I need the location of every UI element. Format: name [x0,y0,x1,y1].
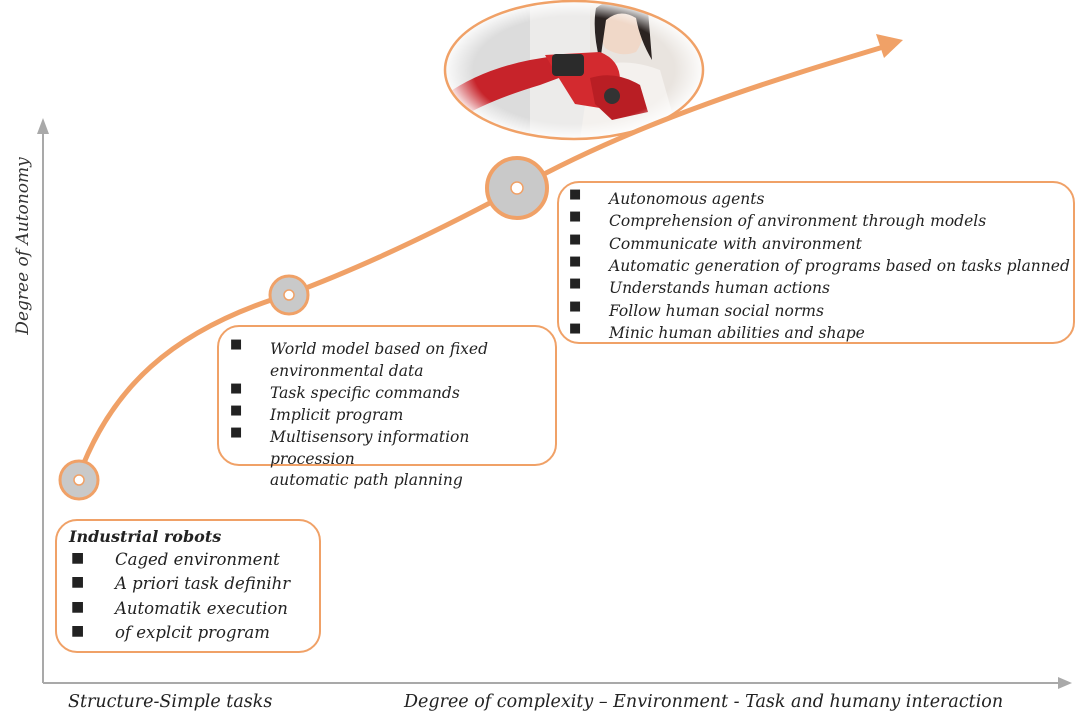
bullet-icon: ■ [230,425,243,440]
bullet-icon: ■ [230,337,243,352]
bullet-icon: ■ [71,623,85,640]
list-item: ■Implicit program [230,403,404,424]
bullet-icon: ■ [569,253,582,269]
bullet-icon: ■ [569,298,582,314]
bullet-icon: ■ [569,209,582,225]
bullet-icon: ■ [71,550,85,566]
stage-node-1 [58,459,100,501]
robot-arm-photo-icon [443,0,705,141]
bullet-icon: ■ [569,320,582,336]
list-item-continuation: automatic path planning [270,471,463,489]
bullet-icon: ■ [569,187,582,202]
list-item: ■Communicate with anvironment [569,231,862,253]
stage-node-2 [268,274,310,316]
y-axis-label: Degree of Autonomy [13,157,33,335]
industrial-robots-box: Industrial robots ■Caged environment ■A … [55,519,321,653]
curve-arrowhead [876,34,903,58]
list-item: ■of explcit program [71,623,270,643]
autonomous-agents-box: ■Autonomous agents ■Comprehension of anv… [557,181,1075,344]
list-item: ■Understands human actions [569,276,830,298]
autonomy-curve [75,45,883,481]
list-item: ■A priori task definihr [71,574,291,594]
bullet-icon: ■ [230,381,243,396]
x-axis-label-right: Degree of complexity – Environment - Tas… [404,692,1003,712]
bullet-icon: ■ [71,574,85,591]
bullet-icon: ■ [569,276,582,292]
x-axis-label-left: Structure-Simple tasks [68,692,273,712]
box1-list: ■Caged environment ■A priori task defini… [69,549,319,645]
list-item: ■Minic human abilities and shape [569,320,865,342]
bullet-icon: ■ [569,231,582,247]
bullet-icon: ■ [71,598,85,615]
box2-list: ■World model based on fixed environmenta… [227,337,555,470]
world-model-box: ■World model based on fixed environmenta… [217,325,557,489]
list-item: ■Follow human social norms [569,298,824,320]
y-axis-arrowhead [37,118,49,134]
list-item: ■Comprehension of anvironment through mo… [569,209,987,231]
bullet-icon: ■ [230,403,243,418]
box-title: Industrial robots [69,527,222,546]
list-item: ■Automatic generation of programs based … [569,253,1070,275]
list-item: ■World model based on fixed environmenta… [230,337,488,380]
x-axis-label-right-text: Degree of complexity – Environment - Tas… [404,692,1004,712]
list-item: ■Autonomous agents [569,187,765,208]
list-item: ■Automatik execution [71,598,288,618]
x-axis-arrowhead [1058,677,1072,689]
list-item: ■Task specific commands [230,381,460,402]
box3-list: ■Autonomous agents ■Comprehension of anv… [569,187,1073,344]
stage-node-3 [485,156,549,220]
list-item: ■Multisensory information procession [230,425,470,468]
list-item: ■Caged environment [71,550,280,569]
